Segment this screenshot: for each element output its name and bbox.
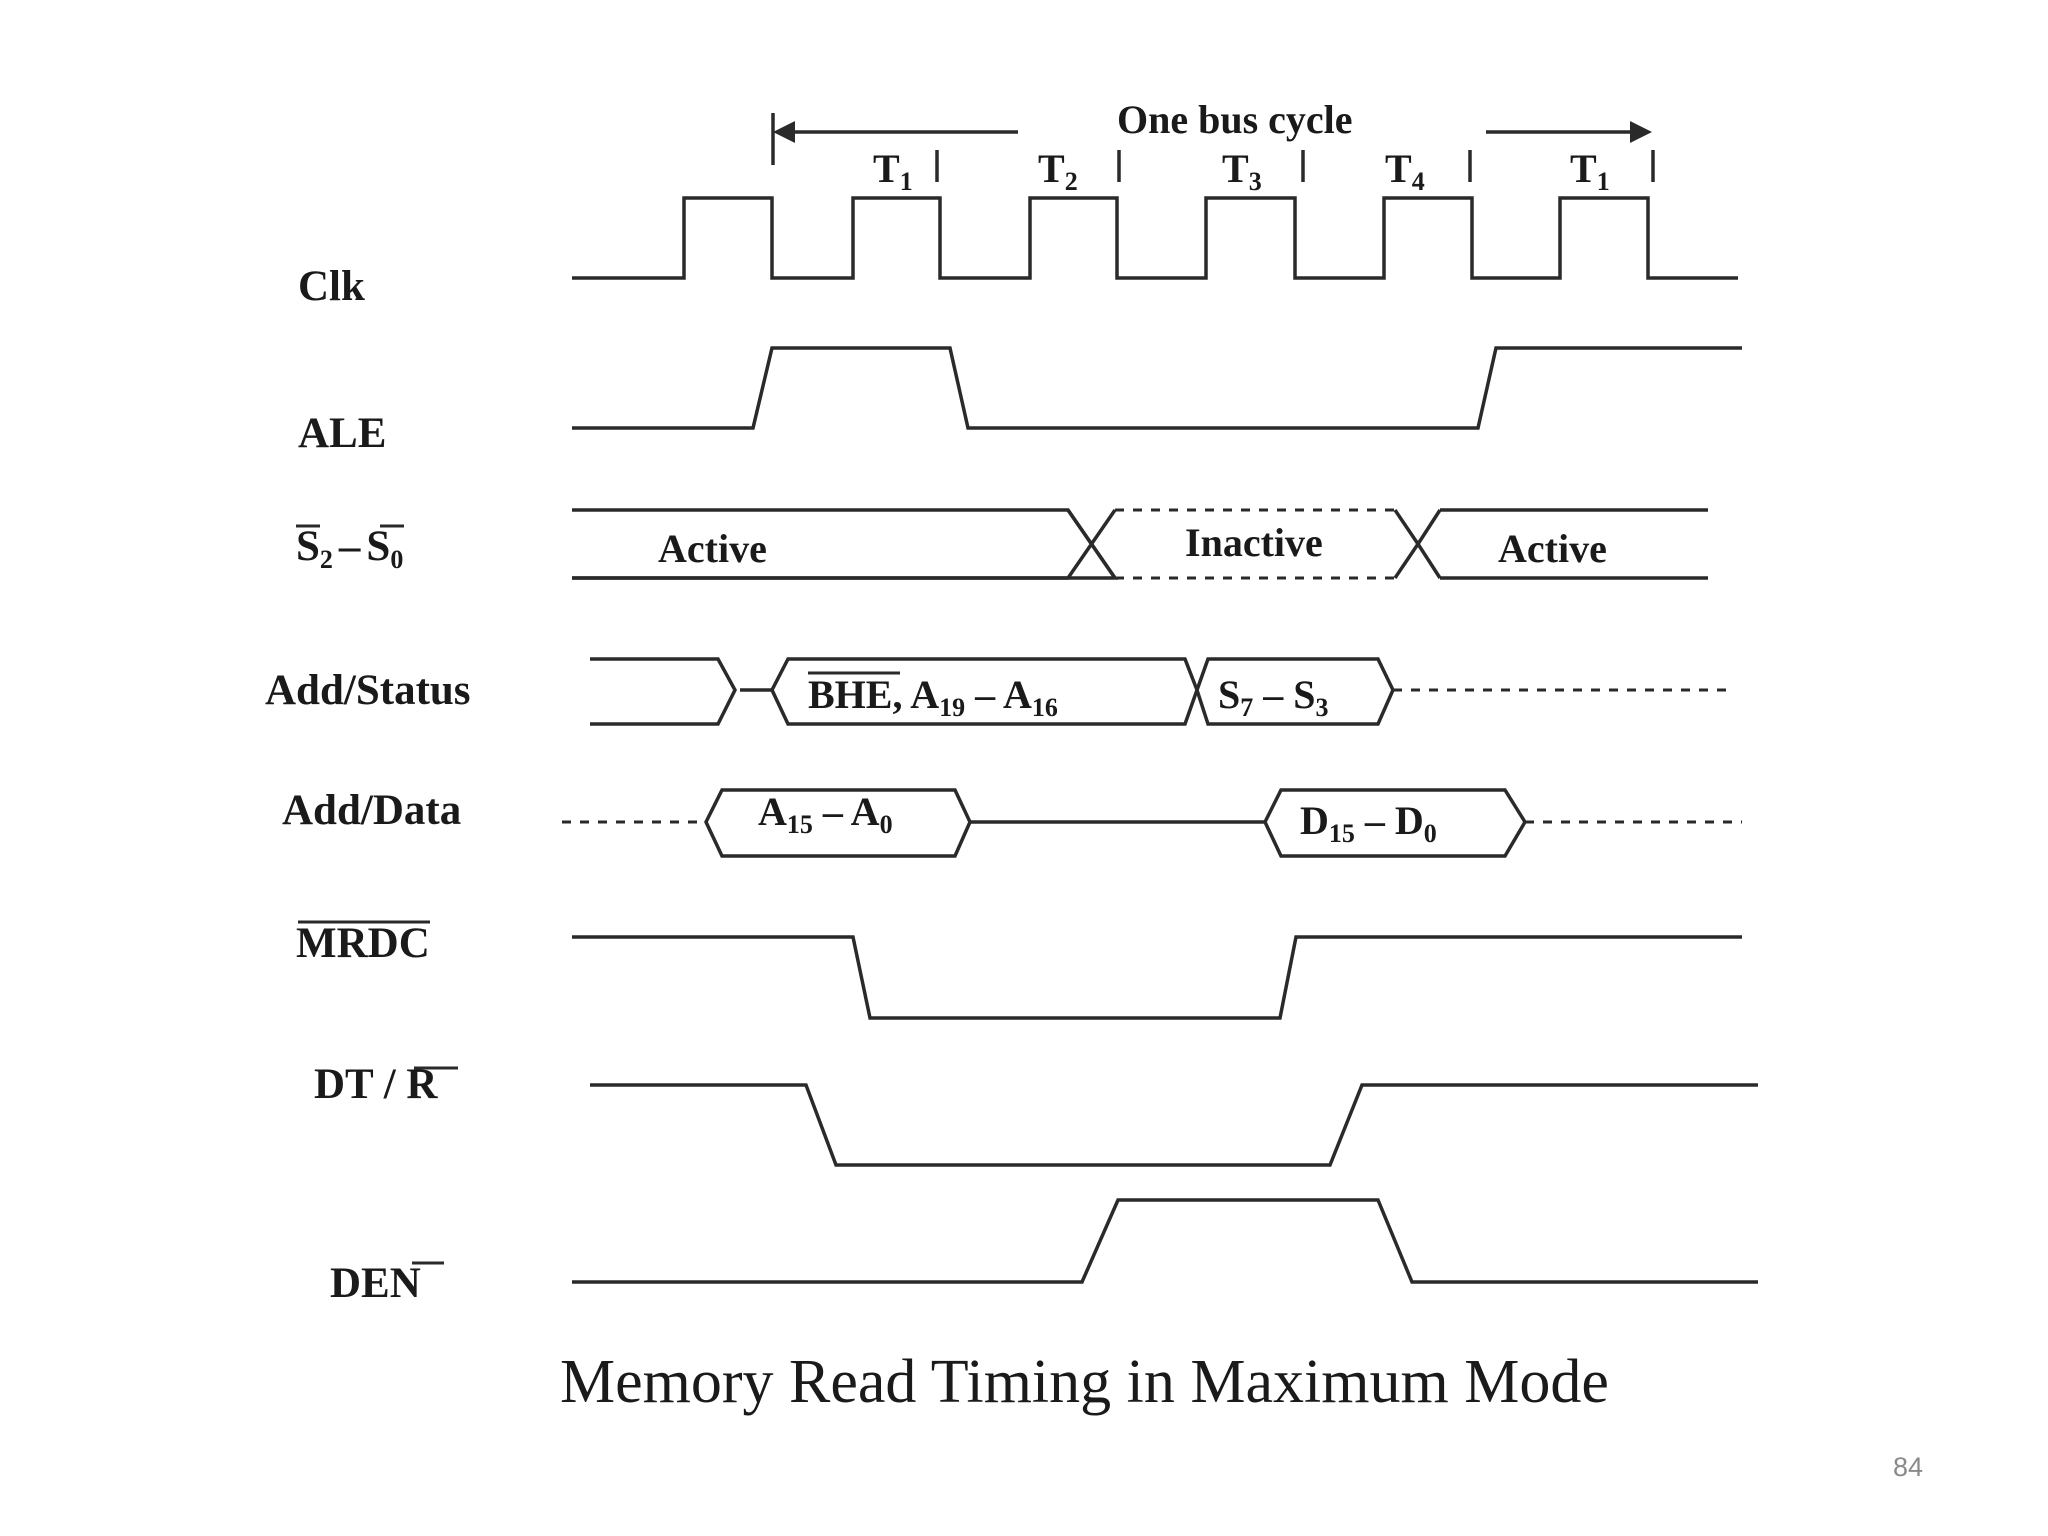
add-status-label: Add/Status (265, 667, 471, 714)
t-state-labels: T1 T2 T3 T4 T1 (873, 146, 1610, 196)
s2-s0-label: S2–S0 (296, 523, 404, 574)
mrdc-label: MRDC (296, 920, 430, 967)
den-label: DEN (330, 1260, 444, 1307)
ale-waveform (572, 346, 1742, 430)
svg-text:DEN: DEN (330, 1260, 421, 1307)
t-state-5-label: T1 (1570, 146, 1610, 196)
clk-label: Clk (298, 263, 365, 310)
t-state-1-label: T1 (873, 146, 913, 196)
diagram-caption: Memory Read Timing in Maximum Mode (560, 1348, 1609, 1416)
bhe-a19-a16-segment: BHE, A19 – A16 (808, 671, 1058, 722)
add-data-waveform: A15 – A0 D15 – D0 (562, 788, 1742, 858)
s-active-2-label: Active (1498, 526, 1607, 571)
t-state-3-label: T3 (1222, 146, 1262, 196)
signal-labels: Clk ALE S2–S0 Add/Status Add/Data MRDC D… (265, 263, 471, 1307)
bus-cycle-indicator: One bus cycle (771, 97, 1655, 182)
s-active-1-label: Active (658, 526, 767, 571)
s2-s0-waveform: Active Inactive Active (572, 508, 1708, 580)
t-state-4-label: T4 (1385, 146, 1425, 196)
ale-label: ALE (298, 410, 386, 457)
add-status-waveform: BHE, A19 – A16 S7 – S3 (590, 657, 1728, 726)
svg-text:BHE, A19 – A16: BHE, A19 – A16 (808, 672, 1058, 722)
dt-r-label: DT / R (314, 1061, 458, 1108)
bus-cycle-label: One bus cycle (1117, 97, 1353, 142)
bus-cycle-right-arrowhead (1630, 121, 1652, 143)
page-number: 84 (1893, 1452, 1923, 1482)
a15-a0-segment: A15 – A0 (758, 789, 893, 839)
bus-cycle-left-arrowhead (773, 121, 795, 143)
mrdc-waveform (572, 935, 1742, 1020)
svg-text:S2–S0: S2–S0 (296, 523, 403, 574)
add-data-label: Add/Data (282, 787, 461, 834)
s-inactive-label: Inactive (1185, 520, 1323, 565)
t-state-2-label: T2 (1038, 146, 1078, 196)
svg-text:MRDC: MRDC (296, 920, 430, 967)
clk-waveform (572, 196, 1738, 280)
d15-d0-segment: D15 – D0 (1300, 798, 1437, 848)
dt-r-waveform (590, 1083, 1758, 1167)
den-waveform (572, 1198, 1758, 1284)
s7-s3-segment: S7 – S3 (1218, 672, 1329, 722)
